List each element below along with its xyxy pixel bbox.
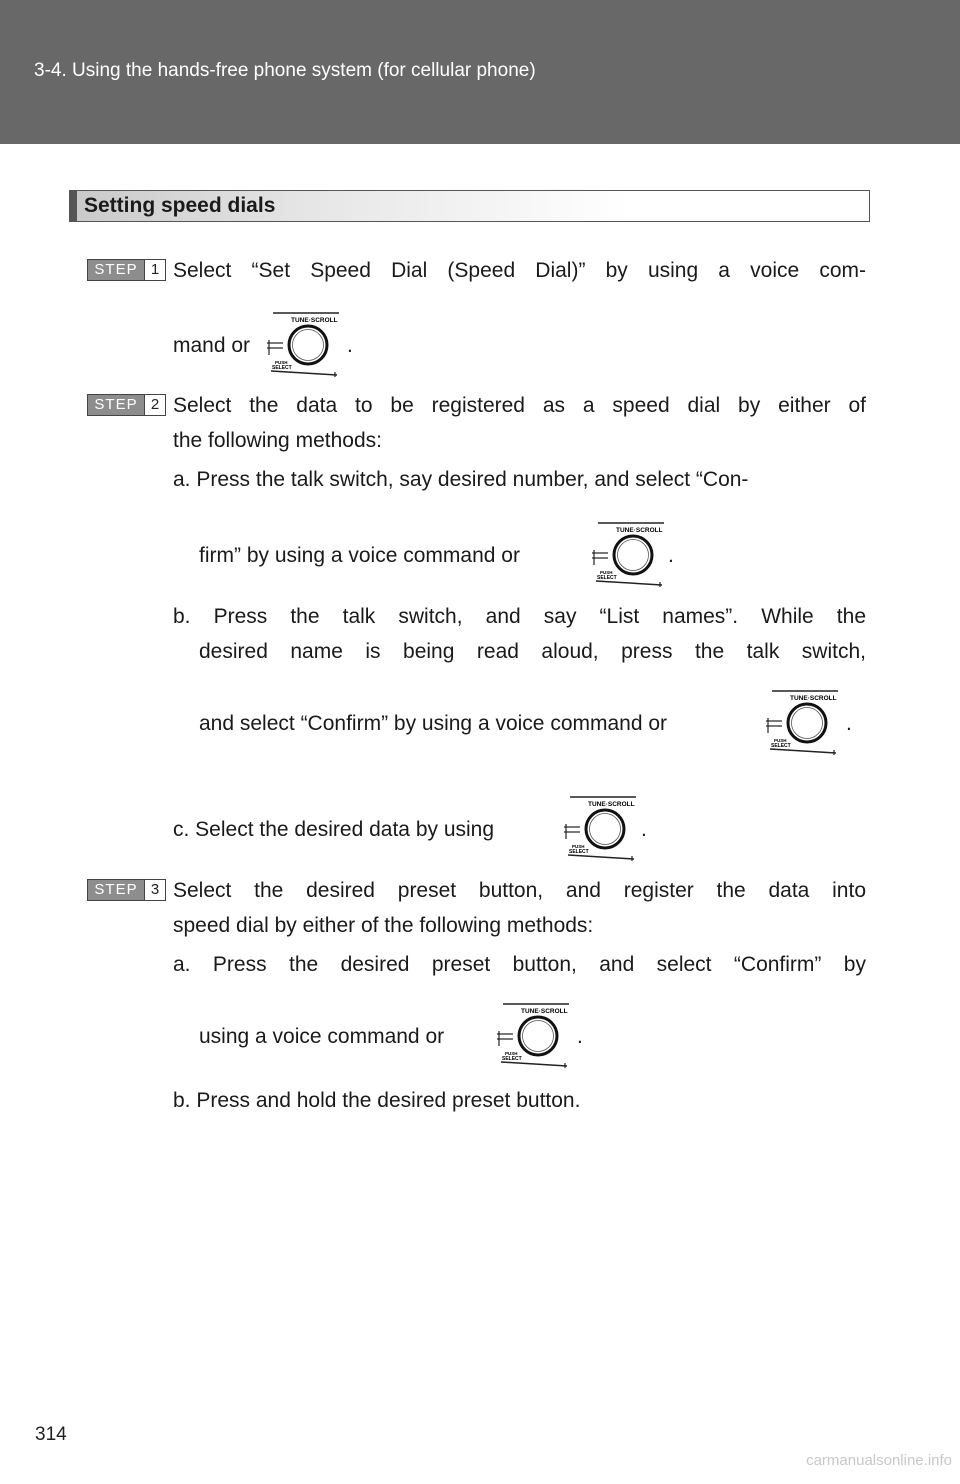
step-2-a-period: .: [668, 544, 674, 567]
step-2-a-line-1: a. Press the talk switch, say desired nu…: [173, 468, 749, 491]
step-2-b-period: .: [846, 712, 852, 735]
knob-tune-scroll-label: TUNE·SCROLL: [291, 317, 338, 324]
knob-select-label: SELECT: [272, 365, 292, 371]
page-header: 3-4. Using the hands-free phone system (…: [0, 0, 960, 144]
step-3-line-1: Select the desired preset button, and re…: [173, 879, 866, 902]
step-word: STEP: [88, 395, 144, 415]
step-word: STEP: [88, 880, 144, 900]
knob-tune-scroll-label: TUNE·SCROLL: [790, 695, 837, 702]
step-1-period: .: [347, 334, 353, 357]
knob-tune-scroll-label: TUNE·SCROLL: [521, 1008, 568, 1015]
step-number: 1: [144, 260, 165, 280]
step-2-c-line-1: c. Select the desired data by using: [173, 818, 495, 841]
step-word: STEP: [88, 260, 144, 280]
step-2-b-line-1: b. Press the talk switch, and say “List …: [173, 605, 866, 628]
knob-push-label: PUSH: [600, 570, 613, 575]
knob-select-label: SELECT: [502, 1056, 522, 1062]
knob-push-label: PUSH: [275, 360, 288, 365]
step-3-a-period: .: [577, 1025, 583, 1048]
step-3-badge: STEP 3: [87, 879, 166, 901]
step-3-b-line-1: b. Press and hold the desired preset but…: [173, 1089, 581, 1112]
step-3-a-line-2: using a voice command or: [199, 1025, 445, 1048]
step-2-a-line-2: firm” by using a voice command or: [199, 544, 520, 567]
knob-tune-scroll-label: TUNE·SCROLL: [588, 801, 635, 808]
knob-push-label: PUSH: [505, 1051, 518, 1056]
step-1-badge: STEP 1: [87, 259, 166, 281]
knob-select-label: SELECT: [569, 849, 589, 855]
knob-select-label: SELECT: [771, 743, 791, 749]
knob-select-label: SELECT: [597, 575, 617, 581]
step-2-line-2: the following methods:: [173, 429, 382, 452]
step-2-line-1: Select the data to be registered as a sp…: [173, 394, 866, 417]
step-2-badge: STEP 2: [87, 394, 166, 416]
knob-push-label: PUSH: [572, 844, 585, 849]
section-title: Setting speed dials: [84, 194, 276, 217]
header-title: 3-4. Using the hands-free phone system (…: [34, 60, 536, 81]
step-3-line-2: speed dial by either of the following me…: [173, 914, 594, 937]
page-number: 314: [35, 1424, 67, 1445]
step-3-a-line-1: a. Press the desired preset button, and …: [173, 953, 866, 976]
section-heading: Setting speed dials: [69, 190, 870, 222]
step-number: 3: [144, 880, 165, 900]
step-1-line-2: mand or: [173, 334, 251, 357]
step-2-c-period: .: [641, 818, 647, 841]
step-2-b-line-2: desired name is being read aloud, press …: [199, 640, 866, 663]
step-2-b-line-3: and select “Confirm” by using a voice co…: [199, 712, 668, 735]
step-1-line-1: Select “Set Speed Dial (Speed Dial)” by …: [173, 259, 866, 282]
section-heading-marker: [70, 191, 77, 221]
knob-push-label: PUSH: [774, 738, 787, 743]
step-number: 2: [144, 395, 165, 415]
watermark: carmanualsonline.info: [806, 1452, 952, 1469]
knob-tune-scroll-label: TUNE·SCROLL: [616, 527, 663, 534]
